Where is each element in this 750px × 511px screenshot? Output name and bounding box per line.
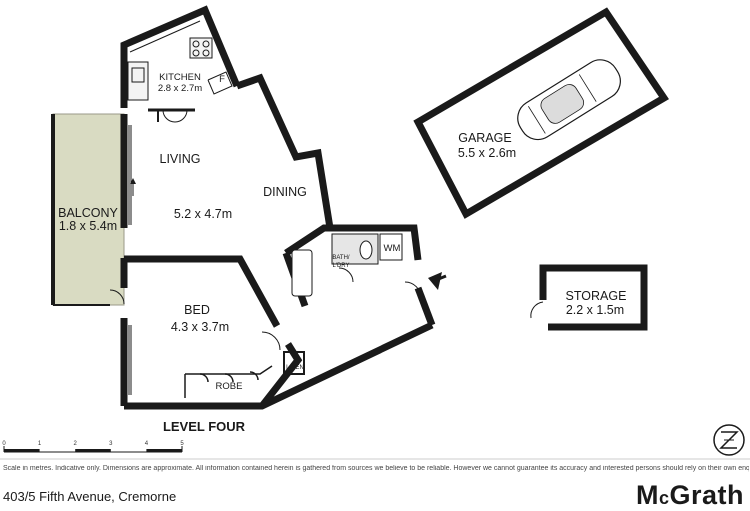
brand-rest: Grath	[669, 480, 744, 510]
storage-size: 2.2 x 1.5m	[566, 303, 624, 317]
scale-tick-5: 5	[180, 441, 184, 447]
living-size: 5.2 x 4.7m	[174, 207, 232, 221]
robe-fixture	[184, 365, 273, 398]
kitchen-label: KITCHEN	[159, 72, 201, 83]
car-icon	[517, 59, 621, 141]
garage-size: 5.5 x 2.6m	[458, 146, 516, 160]
linen-label: LINEN	[286, 365, 304, 371]
dining-label: DINING	[263, 185, 307, 199]
storage-door	[530, 301, 544, 319]
bath-label: BATH/	[332, 255, 350, 261]
balcony-size: 1.8 x 5.4m	[59, 219, 117, 233]
storage-walls	[539, 264, 648, 331]
disclaimer-text: Scale in metres. Indicative only. Dimens…	[3, 465, 749, 472]
laundry-label: L'DRY	[332, 263, 349, 269]
level-title: LEVEL FOUR	[163, 419, 246, 434]
scale-tick-0: 0	[2, 441, 6, 447]
robe-label: ROBE	[216, 381, 243, 392]
bathroom-fixtures	[291, 225, 403, 297]
kitchen-size: 2.8 x 2.7m	[158, 83, 202, 94]
linen-cupboard	[283, 351, 305, 375]
small-arrow-icon	[130, 178, 136, 196]
bedroom-walls	[124, 255, 303, 409]
scale-tick-4: 4	[145, 441, 149, 447]
fridge-label: F	[219, 74, 225, 85]
unit-walls	[120, 5, 436, 410]
storage-label: STORAGE	[566, 289, 627, 303]
brand-small: c	[658, 488, 670, 508]
property-address: 403/5 Fifth Avenue, Cremorne	[3, 489, 177, 504]
garage-label: GARAGE	[458, 131, 512, 145]
brand-prefix: M	[635, 480, 659, 510]
entry-arrow-icon	[428, 272, 447, 290]
bed-size: 4.3 x 3.7m	[171, 320, 229, 334]
wm-label: WM	[384, 243, 401, 254]
compass-icon	[713, 424, 745, 456]
living-label: LIVING	[160, 152, 201, 166]
door-swings	[109, 109, 422, 351]
scale-tick-3: 3	[109, 441, 113, 447]
windows	[128, 125, 132, 395]
scale-bar: 0 1 2 3 4 5	[2, 441, 184, 453]
garage-walls	[413, 7, 669, 219]
scale-tick-1: 1	[38, 441, 42, 447]
brand-logo: McGrath	[636, 480, 744, 511]
scale-tick-2: 2	[74, 441, 78, 447]
balcony-label: BALCONY	[58, 206, 118, 220]
bed-label: BED	[184, 303, 210, 317]
